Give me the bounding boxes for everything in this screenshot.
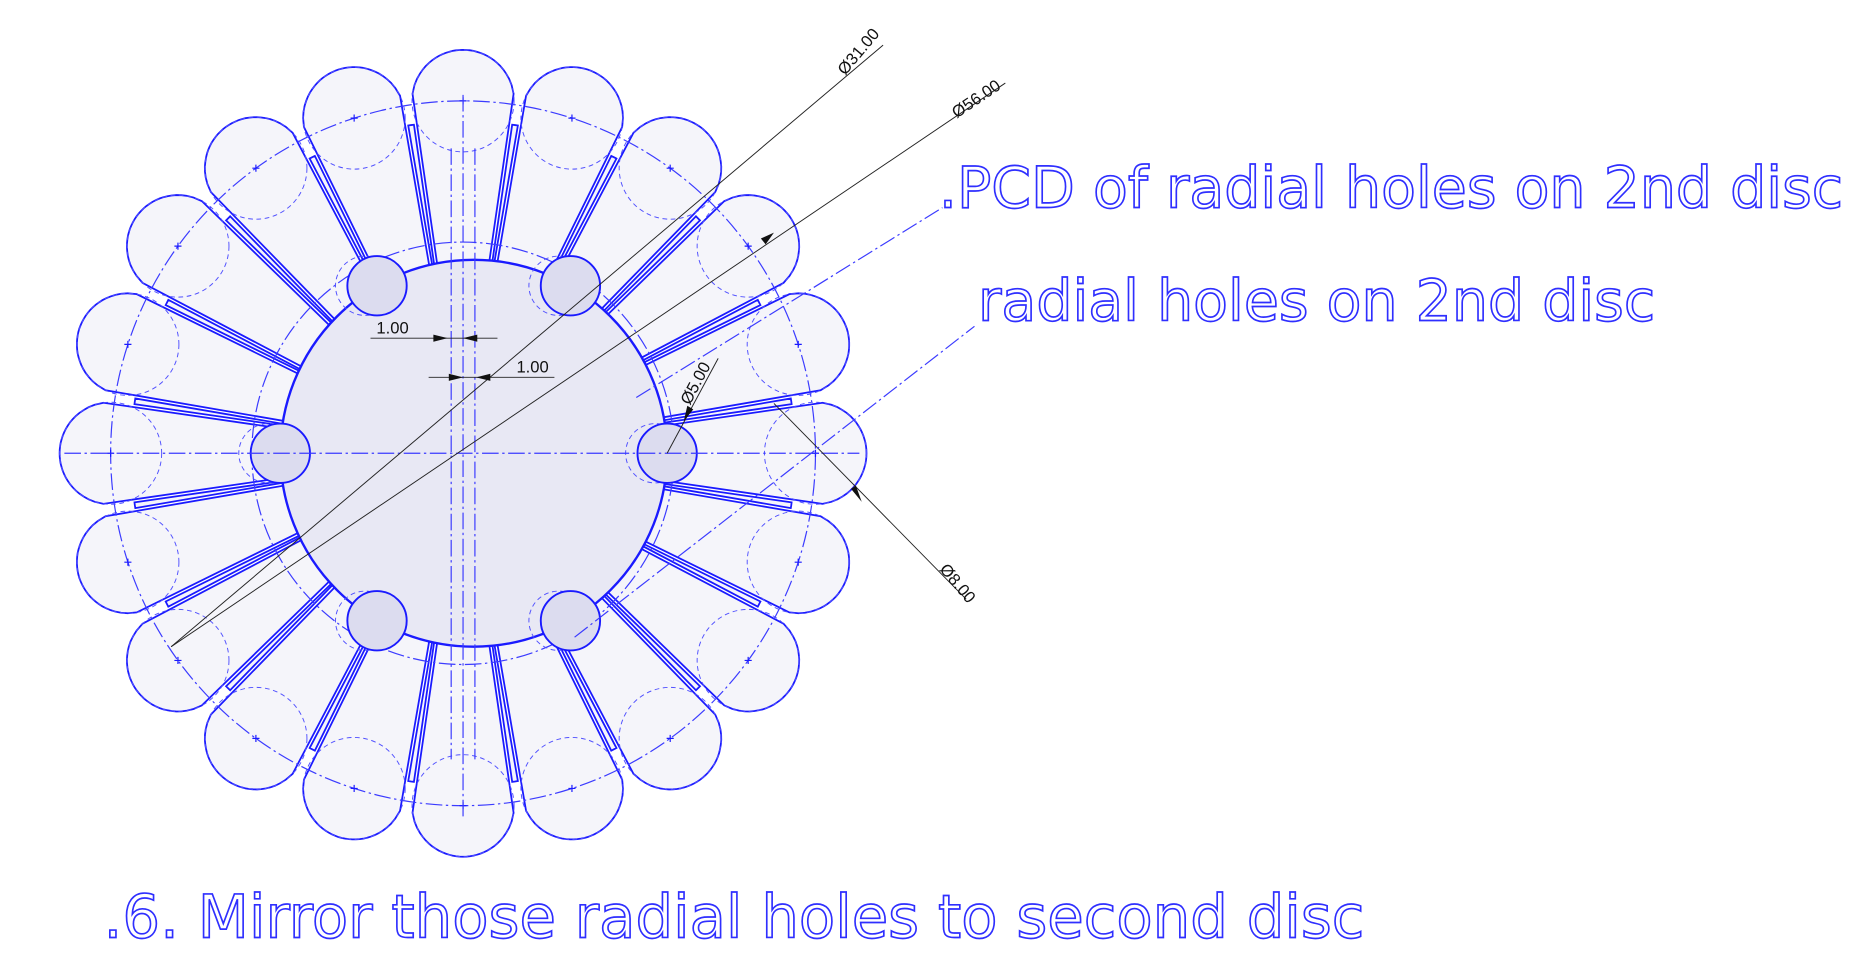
radial-hole-circle [59,401,163,505]
radial-hole-circle [411,754,515,858]
radial-hole-circle [520,736,624,840]
center-mark [124,340,132,348]
step-title: .6. Mirror those radial holes to second … [104,882,1365,951]
radial-hole-circle [520,66,624,170]
center-mark [252,734,260,742]
dim-31-leader [170,44,884,648]
radial-hole-circle [204,686,308,790]
radial-hole-circle [302,736,406,840]
center-mark [350,114,358,122]
center-mark [252,164,260,172]
arrow-icon [433,334,448,342]
radial-hole [539,590,602,652]
radial-hole-circle [204,116,308,220]
radial-hole-circle [411,49,515,153]
arrow-icon [851,485,862,502]
center-mark [666,734,674,742]
center-mark [568,784,576,793]
holes-note-leader [574,325,975,638]
holes-note: radial holes on 2nd disc [978,268,1655,334]
dim-5-leader [666,358,719,454]
dim-56-leader [170,82,1006,648]
arrow-icon [760,232,774,245]
radial-hole-circle [76,292,180,396]
radial-hole [539,255,602,317]
radial-hole [346,590,408,652]
center-mark [124,558,132,566]
arrow-icon [463,334,478,342]
dim-1-label-b: 1.00 [516,358,548,377]
pcd-note-leader [635,207,943,399]
radial-hole [346,255,408,317]
sketch-geometry [58,48,868,858]
radial-hole-circle [696,194,800,298]
pcd-note: .PCD of radial holes on 2nd disc [939,156,1843,222]
radial-hole-circle [302,66,406,170]
arrow-icon [683,405,694,422]
center-mark [350,784,358,793]
center-mark [794,558,802,566]
center-mark [666,164,674,172]
center-mark [794,340,802,348]
dim-8-leader [773,403,967,600]
arrow-icon [448,373,464,381]
dim-1-label-a: 1.00 [376,318,408,337]
radial-hole-circle [746,292,850,396]
center-mark [174,656,182,664]
radial-hole-circle [746,510,850,614]
radial-hole-circle [618,686,722,790]
radial-hole-circle [696,608,800,712]
center-mark [744,656,752,664]
center-mark [568,114,576,122]
center-mark [174,242,182,250]
radial-hole-circle [618,116,722,220]
center-mark [744,242,752,250]
arrow-icon [476,373,491,381]
radial-hole-circle [126,194,230,298]
radial-hole-circle [76,510,180,614]
dim-8-label: Ø8.00 [936,560,980,607]
radial-hole-circle [126,608,230,712]
dim-56-label: Ø56.00 [948,76,1004,122]
